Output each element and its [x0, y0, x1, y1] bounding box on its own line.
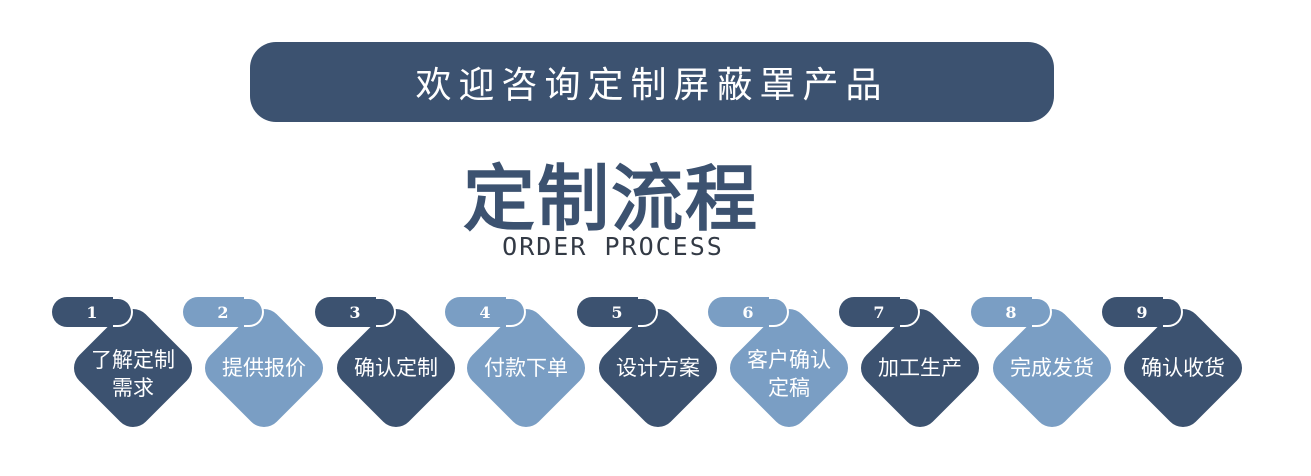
process-step-2: 2 提供报价: [183, 288, 344, 448]
step-number-arc: [113, 297, 133, 327]
step-label: 设计方案: [616, 356, 700, 380]
step-label: 完成发货: [1010, 356, 1094, 380]
step-label: 确认定制: [354, 356, 438, 380]
step-number-arc: [1163, 297, 1183, 327]
process-step-1: 1 了解定制 需求: [52, 288, 213, 448]
step-number-arc: [244, 297, 264, 327]
banner-text: 欢迎咨询定制屏蔽罩产品: [415, 65, 889, 106]
step-label: 客户确认 定稿: [747, 348, 831, 400]
step-label: 提供报价: [222, 356, 306, 380]
page-title: 定制流程: [462, 157, 759, 241]
step-label: 确认收货: [1141, 356, 1225, 380]
process-step-9: 9 确认收货: [1102, 288, 1263, 448]
process-step-7: 7 加工生产: [839, 288, 1000, 448]
promo-banner: 欢迎咨询定制屏蔽罩产品: [250, 42, 1054, 122]
step-number-arc: [376, 297, 396, 327]
step-number-arc: [1032, 297, 1052, 327]
step-number-arc: [506, 297, 526, 327]
step-number-arc: [900, 297, 920, 327]
process-step-4: 4 付款下单: [445, 288, 606, 448]
page-subtitle: ORDER PROCESS: [502, 232, 724, 261]
process-step-3: 3 确认定制: [315, 288, 476, 448]
process-step-8: 8 完成发货: [971, 288, 1132, 448]
process-step-5: 5 设计方案: [577, 288, 738, 448]
step-label: 了解定制 需求: [91, 348, 175, 400]
step-label: 付款下单: [484, 356, 568, 380]
step-number-arc: [769, 297, 789, 327]
step-number-arc: [638, 297, 658, 327]
step-label: 加工生产: [878, 356, 962, 380]
process-step-6: 6 客户确认 定稿: [708, 288, 869, 448]
